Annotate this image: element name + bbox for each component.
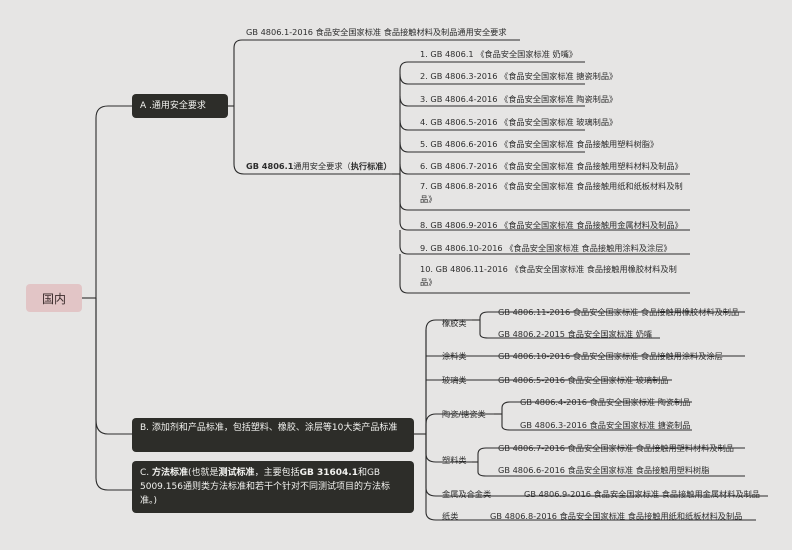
standard-item[interactable]: GB 4806.7-2016 食品安全国家标准 食品接触用塑料材料及制品: [498, 443, 734, 453]
standard-item[interactable]: GB 4806.4-2016 食品安全国家标准 陶瓷制品: [520, 397, 691, 407]
category-rubber[interactable]: 橡胶类: [442, 318, 467, 328]
a2-item[interactable]: 7. GB 4806.8-2016 《食品安全国家标准 食品接触用纸和纸板材料及…: [420, 181, 683, 204]
node-c-text-3: ，主要包括: [254, 468, 300, 478]
category-paper[interactable]: 纸类: [442, 511, 459, 521]
node-c-bold-3: GB 31604.1: [299, 468, 358, 478]
node-c-text-4: 和GB 5009.156通则类方法标准和若干个针对不同测试项目的方法标准。): [140, 468, 390, 506]
standard-item[interactable]: GB 4806.5-2016 食品安全国家标准 玻璃制品: [498, 375, 669, 385]
a-execution-standard[interactable]: GB 4806.1通用安全要求（执行标准）: [246, 161, 392, 172]
a2-item[interactable]: 10. GB 4806.11-2016 《食品安全国家标准 食品接触用橡胶材料及…: [420, 264, 677, 287]
a2-item[interactable]: 2. GB 4806.3-2016 《食品安全国家标准 搪瓷制品》: [420, 71, 618, 81]
root-node[interactable]: 国内: [26, 284, 82, 312]
a2-item[interactable]: 1. GB 4806.1 《食品安全国家标准 奶嘴》: [420, 49, 578, 59]
a2-item[interactable]: 3. GB 4806.4-2016 《食品安全国家标准 陶瓷制品》: [420, 94, 618, 104]
standard-item[interactable]: GB 4806.9-2016 食品安全国家标准 食品接触用金属材料及制品: [524, 489, 760, 499]
a2-item[interactable]: 4. GB 4806.5-2016 《食品安全国家标准 玻璃制品》: [420, 117, 618, 127]
a2-item[interactable]: 5. GB 4806.6-2016 《食品安全国家标准 食品接触用塑料树脂》: [420, 139, 659, 149]
category-glass[interactable]: 玻璃类: [442, 375, 467, 385]
node-general-safety[interactable]: A .通用安全要求: [132, 94, 228, 118]
node-method-standards[interactable]: C. 方法标准(也就是测试标准，主要包括GB 31604.1和GB 5009.1…: [132, 461, 414, 513]
a2-text: 通用安全要求（: [293, 161, 351, 171]
standard-item[interactable]: GB 4806.11-2016 食品安全国家标准 食品接触用橡胶材料及制品: [498, 307, 740, 317]
a2-item[interactable]: 6. GB 4806.7-2016 《食品安全国家标准 食品接触用塑料材料及制品…: [420, 161, 683, 171]
a-general-requirements[interactable]: GB 4806.1-2016 食品安全国家标准 食品接触材料及制品通用安全要求: [246, 27, 507, 37]
standard-item[interactable]: GB 4806.6-2016 食品安全国家标准 食品接触用塑料树脂: [498, 465, 710, 475]
category-ceramic-enamel[interactable]: 陶瓷/搪瓷类: [442, 409, 486, 419]
node-additives-products[interactable]: B. 添加剂和产品标准，包括塑料、橡胶、涂层等10大类产品标准: [132, 418, 414, 452]
category-coating[interactable]: 涂料类: [442, 351, 467, 361]
node-c-bold-1: 方法标准: [152, 468, 189, 478]
a2-tail: 执行标准）: [350, 161, 392, 171]
standard-item[interactable]: GB 4806.2-2015 食品安全国家标准 奶嘴: [498, 329, 653, 339]
a2-item[interactable]: 8. GB 4806.9-2016 《食品安全国家标准 食品接触用金属材料及制品…: [420, 220, 683, 230]
node-c-bold-2: 测试标准: [218, 468, 255, 478]
a2-item[interactable]: 9. GB 4806.10-2016 《食品安全国家标准 食品接触用涂料及涂层》: [420, 243, 672, 253]
a2-bold: GB 4806.1: [246, 161, 294, 171]
standard-item[interactable]: GB 4806.8-2016 食品安全国家标准 食品接触用纸和纸板材料及制品: [490, 511, 743, 521]
node-c-text-1: C.: [140, 468, 153, 478]
standard-item[interactable]: GB 4806.10-2016 食品安全国家标准 食品接触用涂料及涂层: [498, 351, 723, 361]
category-plastic[interactable]: 塑料类: [442, 455, 467, 465]
category-metal[interactable]: 金属及合金类: [442, 489, 492, 499]
node-c-text-2: (也就是: [188, 468, 219, 478]
standard-item[interactable]: GB 4806.3-2016 食品安全国家标准 搪瓷制品: [520, 420, 691, 430]
